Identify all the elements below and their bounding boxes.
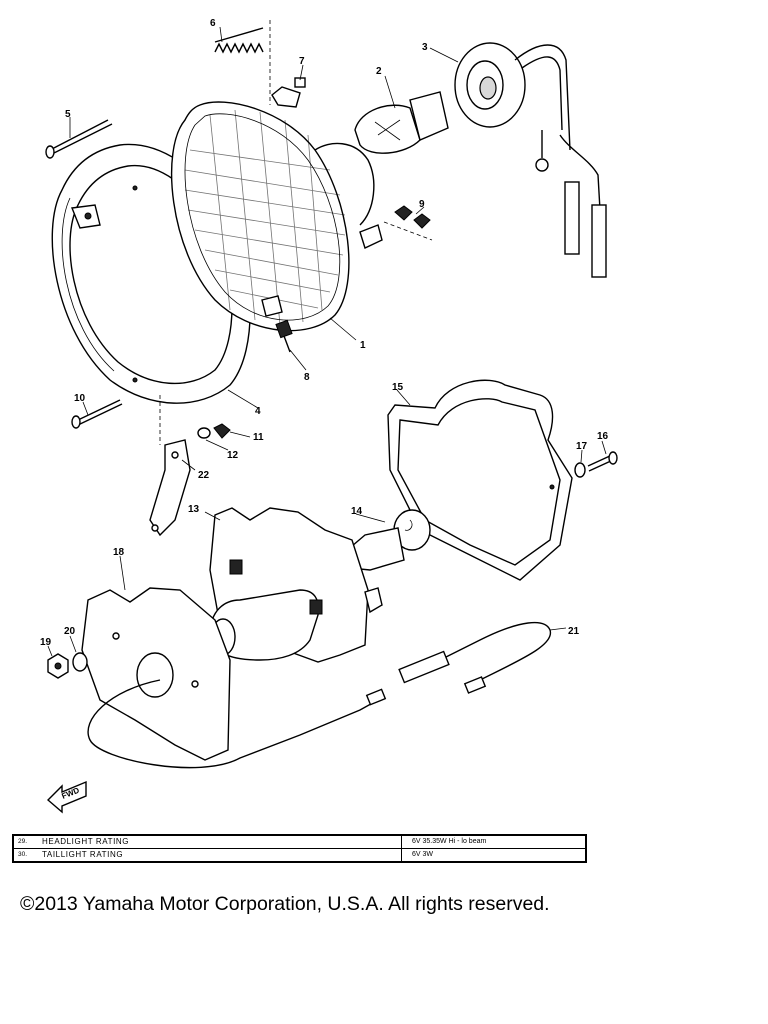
callout-14: 14: [351, 506, 363, 517]
taillight-base: [209, 507, 383, 663]
bulb-socket: [454, 42, 607, 278]
stay-bracket: [149, 395, 191, 537]
washer-nut-11-12: [197, 423, 231, 439]
leader-lines: [47, 26, 607, 657]
callout-2: 2: [376, 66, 382, 77]
sealed-beam-unit: [170, 101, 383, 332]
rating-label: TAILLIGHT RATING: [38, 848, 402, 863]
screw-8: [275, 319, 293, 353]
ratings-table: 29. HEADLIGHT RATING 6V 35.35W Hi - lo b…: [12, 834, 587, 863]
nut-washer-19-20: [47, 652, 88, 679]
exploded-parts-diagram: FWD 1 2 3 4 5 6 7 8 9 10 11 12 13 14 15 …: [40, 18, 618, 814]
callout-1: 1: [360, 340, 366, 351]
forward-arrow-icon: FWD: [46, 780, 87, 814]
ratings-row-headlight: 29. HEADLIGHT RATING 6V 35.35W Hi - lo b…: [12, 834, 587, 849]
lens-screw-16: [574, 451, 618, 478]
taillight-bulb: [344, 509, 431, 571]
callout-10: 10: [74, 393, 86, 404]
bolt-10: [71, 399, 123, 429]
nuts-9: [383, 205, 433, 241]
callout-20: 20: [64, 626, 76, 637]
spring: [214, 27, 264, 54]
callout-4: 4: [255, 406, 261, 417]
rating-value: 6V 35.35W Hi - lo beam: [401, 834, 587, 849]
callout-17: 17: [576, 441, 588, 452]
callout-18: 18: [113, 547, 125, 558]
callout-21: 21: [568, 626, 580, 637]
rating-number: 30.: [12, 848, 38, 863]
rim-screw-long: [45, 119, 113, 159]
callout-15: 15: [392, 382, 404, 393]
callout-16: 16: [597, 431, 609, 442]
callout-12: 12: [227, 450, 239, 461]
adjust-bracket: [269, 20, 306, 108]
callout-9: 9: [419, 199, 425, 210]
callout-6: 6: [210, 18, 216, 29]
callout-7: 7: [299, 56, 305, 67]
callout-11: 11: [253, 432, 264, 443]
rating-number: 29.: [12, 834, 38, 849]
rating-value: 6V 3W: [401, 848, 587, 863]
headlight-bulb: [354, 91, 449, 154]
callout-13: 13: [188, 504, 200, 515]
callout-8: 8: [304, 372, 310, 383]
copyright-notice: ©2013 Yamaha Motor Corporation, U.S.A. A…: [20, 893, 550, 915]
taillight-wire: [87, 621, 552, 769]
taillight-case: [81, 587, 231, 761]
callout-3: 3: [422, 42, 428, 53]
taillight-lens: [387, 379, 573, 581]
callout-5: 5: [65, 109, 71, 120]
callout-19: 19: [40, 637, 52, 648]
callout-22: 22: [198, 470, 210, 481]
ratings-row-taillight: 30. TAILLIGHT RATING 6V 3W: [12, 848, 587, 863]
rating-label: HEADLIGHT RATING: [38, 834, 402, 849]
